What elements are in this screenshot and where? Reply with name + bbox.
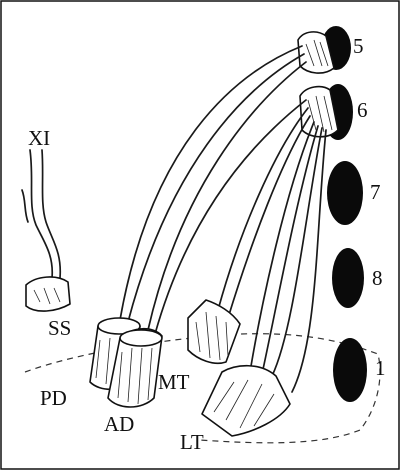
label-nerve-xi: XI — [28, 128, 50, 149]
label-ss: SS — [48, 318, 71, 339]
spinal-segments — [321, 26, 367, 402]
segment-8-shape — [332, 248, 364, 308]
muscle-ss — [26, 277, 70, 311]
label-ad: AD — [104, 414, 134, 435]
muscle-mt — [188, 300, 240, 363]
label-segment-7: 7 — [370, 182, 381, 203]
label-segment-5: 5 — [353, 36, 364, 57]
nerve-xi — [22, 150, 60, 278]
segment-1-shape — [333, 338, 367, 402]
label-mt: MT — [158, 372, 190, 393]
label-segment-6: 6 — [357, 100, 368, 121]
muscle-lt — [202, 366, 290, 436]
label-segment-1: 1 — [375, 358, 386, 379]
label-lt: LT — [180, 432, 204, 453]
label-segment-8: 8 — [372, 268, 383, 289]
segment-7-shape — [327, 161, 363, 225]
label-pd: PD — [40, 388, 67, 409]
